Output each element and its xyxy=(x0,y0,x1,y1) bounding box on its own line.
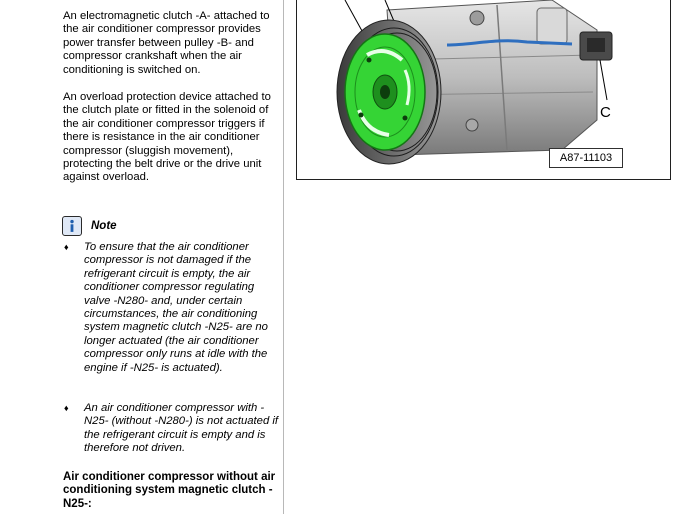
note-bullet-text: To ensure that the air conditioner compr… xyxy=(84,241,268,374)
bullet-diamond-icon: ♦ xyxy=(64,403,69,413)
note-label: Note xyxy=(91,220,117,232)
text-column: An electromagnetic clutch -A- attached t… xyxy=(0,0,284,514)
paragraph-overload-protection: An overload protection device attached t… xyxy=(63,91,271,184)
note-bullet-text: An air conditioner compressor with -N25-… xyxy=(84,402,279,455)
section-heading: Air conditioner compressor without air c… xyxy=(63,471,276,510)
paragraph-clutch-description: An electromagnetic clutch -A- attached t… xyxy=(63,10,270,76)
info-icon xyxy=(62,216,82,236)
compressor-figure: C A87-11103 xyxy=(296,0,671,180)
compressor-illustration xyxy=(336,0,613,165)
note-header: Note xyxy=(62,216,117,236)
callout-label-c: C xyxy=(600,104,611,121)
figure-id: A87-11103 xyxy=(549,148,623,168)
bullet-diamond-icon: ♦ xyxy=(64,242,69,252)
